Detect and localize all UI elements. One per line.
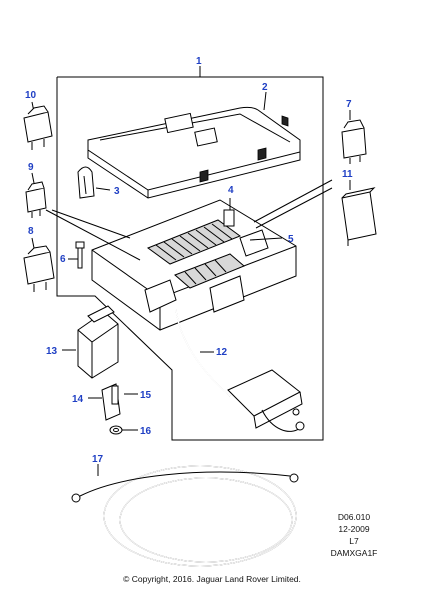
callout-5: 5 xyxy=(288,234,294,245)
control-module-13 xyxy=(77,305,119,379)
callout-9: 9 xyxy=(28,162,34,173)
callout-16: 16 xyxy=(140,426,152,437)
callout-8: 8 xyxy=(28,226,34,237)
callout-13: 13 xyxy=(46,346,58,357)
relay-10 xyxy=(23,105,53,150)
fuse-box-body xyxy=(91,198,297,331)
battery-cable-17 xyxy=(71,465,299,567)
callout-14: 14 xyxy=(72,394,84,405)
nut-16 xyxy=(109,425,123,435)
fuse-puller-3 xyxy=(77,166,95,199)
callout-2: 2 xyxy=(262,82,268,93)
relay-module-11 xyxy=(341,187,377,246)
callout-6: 6 xyxy=(60,254,66,265)
callout-15: 15 xyxy=(140,390,152,401)
callout-7: 7 xyxy=(346,99,352,110)
wiring-harness xyxy=(175,309,305,432)
bolt-6 xyxy=(75,241,85,269)
assembly-outline xyxy=(56,66,324,441)
copyright-notice: © Copyright, 2016. Jaguar Land Rover Lim… xyxy=(123,574,301,584)
callout-11: 11 xyxy=(342,169,353,180)
callout-3: 3 xyxy=(114,186,120,197)
diagram-code: D06.010 xyxy=(337,512,371,522)
diagram-level: L7 xyxy=(349,536,359,546)
diagram-date: 12-2009 xyxy=(338,524,370,534)
relay-9 xyxy=(25,181,47,218)
fuse-box-cover xyxy=(87,91,301,199)
diagram-reference: DAMXGA1F xyxy=(330,548,378,558)
callout-10: 10 xyxy=(25,90,37,101)
callout-4: 4 xyxy=(228,185,234,196)
callouts: 1 2 3 4 5 6 7 8 9 10 11 12 13 14 15 16 1… xyxy=(25,56,353,465)
callout-1: 1 xyxy=(196,56,202,67)
relay-8 xyxy=(23,245,55,292)
callout-17: 17 xyxy=(92,454,104,465)
callout-12: 12 xyxy=(216,347,228,358)
relay-7 xyxy=(341,119,367,164)
bracket-14 xyxy=(101,383,121,421)
